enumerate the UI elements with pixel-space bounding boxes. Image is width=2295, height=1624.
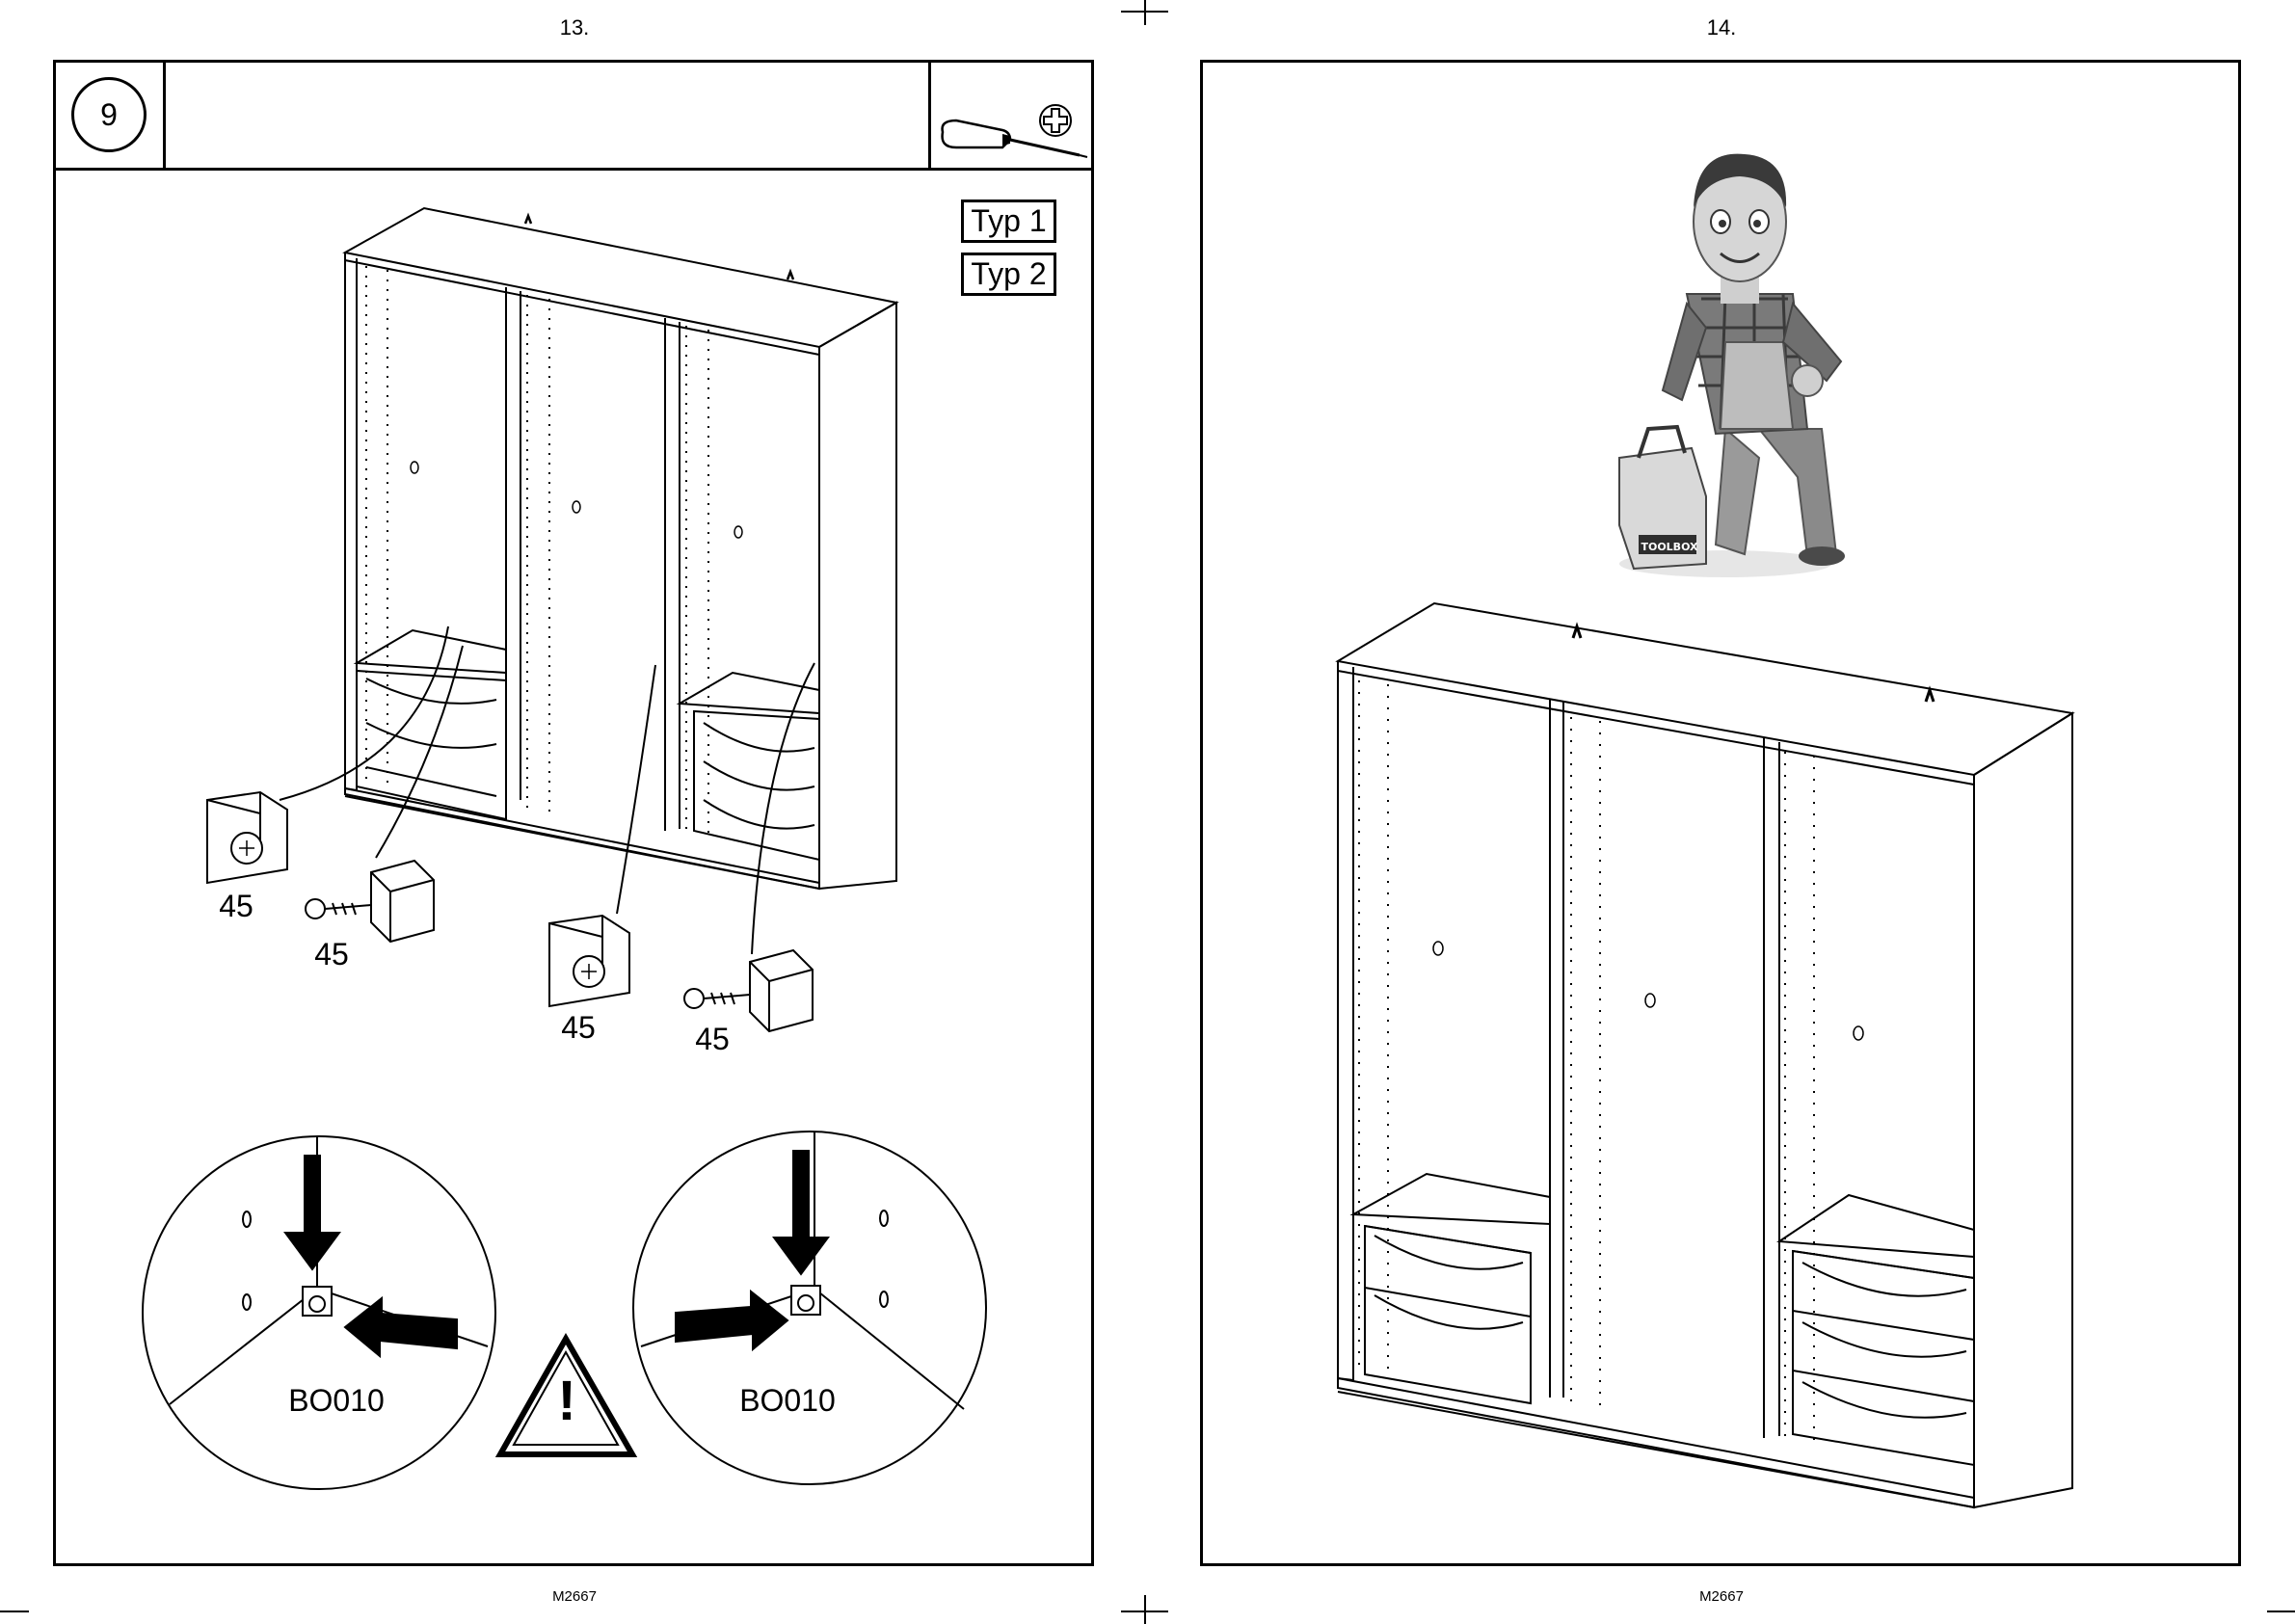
part-quantity-4: 45 <box>674 1022 751 1057</box>
step-number: 9 <box>100 97 118 133</box>
warning-mark: ! <box>540 1369 594 1433</box>
corner-bracket-icon-3 <box>545 914 636 1010</box>
footer-code-left: M2667 <box>478 1588 671 1605</box>
phillips-screwdriver-icon <box>935 92 1094 169</box>
corner-bracket-icon-1 <box>202 790 294 887</box>
step-header-separator-right <box>928 60 931 170</box>
page-number-left: 13. <box>478 15 671 40</box>
toolbox-label: TOOLBOX <box>1641 541 1698 553</box>
footer-code-right: M2667 <box>1625 1588 1818 1605</box>
detail-circle-right <box>631 1130 988 1486</box>
handyman-with-toolbox-illustration <box>1600 140 1860 583</box>
wardrobe-drawing <box>337 202 906 896</box>
part-quantity-2: 45 <box>293 937 370 972</box>
part-quantity-1: 45 <box>198 889 275 924</box>
typ-1-label: Typ 1 <box>961 200 1056 243</box>
assembled-wardrobe-drawing <box>1330 598 2082 1513</box>
page-number-right: 14. <box>1625 15 1818 40</box>
step-header-separator-left <box>163 60 166 170</box>
detail-code-left: BO010 <box>259 1383 414 1419</box>
detail-code-right: BO010 <box>710 1383 865 1419</box>
step-number-badge: 9 <box>71 77 147 152</box>
typ-2-label: Typ 2 <box>961 253 1056 296</box>
part-quantity-3: 45 <box>540 1010 617 1046</box>
detail-circle-left <box>141 1134 497 1491</box>
